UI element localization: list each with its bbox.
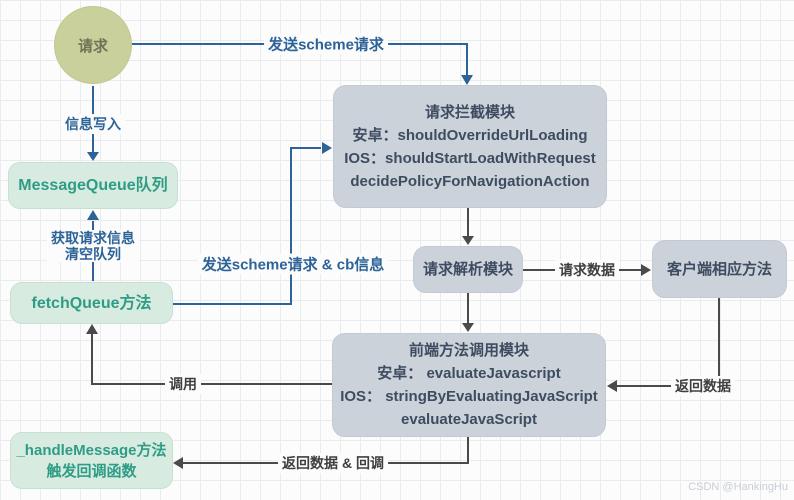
- watermark: CSDN @HankingHu: [688, 481, 788, 493]
- node-message-queue-label: MessageQueue队列: [18, 177, 168, 194]
- arrowhead-left-icon: [173, 457, 183, 469]
- edge-label-fetch-info: 获取请求信息 清空队列: [47, 230, 139, 262]
- edge-label-request-data: 请求数据: [555, 260, 619, 280]
- edge-label-return-data: 返回数据: [671, 376, 735, 396]
- arrowhead-left-icon: [607, 380, 617, 392]
- edge-send-scheme-cb-line: [173, 147, 321, 305]
- node-request-parse-module: 请求解析模块: [413, 246, 523, 293]
- node-intercept-android-method: 安卓：shouldOverrideUrlLoading: [352, 126, 588, 144]
- edge-label-return-callback: 返回数据 & 回调: [278, 453, 388, 473]
- node-client-method: 客户端相应方法: [652, 240, 787, 298]
- node-request-intercept-module: 请求拦截模块 安卓：shouldOverrideUrlLoading IOS：s…: [333, 85, 607, 208]
- arrowhead-down-icon: [462, 323, 474, 332]
- edge-label-invoke: 调用: [165, 374, 201, 394]
- node-fetch-queue-label: fetchQueue方法: [31, 294, 152, 312]
- node-parse-label: 请求解析模块: [422, 261, 513, 278]
- arrowhead-down-icon: [462, 236, 474, 245]
- edge-label-write-info: 信息写入: [61, 114, 125, 134]
- node-frontend-title: 前端方法调用模块: [408, 342, 529, 359]
- node-handle-message-sublabel: 触发回调函数: [46, 462, 137, 480]
- node-handle-message: _handleMessage方法 触发回调函数: [10, 432, 173, 489]
- node-frontend-android-method: 安卓： evaluateJavascript: [377, 365, 561, 382]
- node-intercept-ios-method-2: decidePolicyForNavigationAction: [350, 172, 590, 190]
- node-request: 请求: [54, 6, 132, 84]
- node-frontend-call-module: 前端方法调用模块 安卓： evaluateJavascript IOS： str…: [332, 333, 606, 437]
- arrowhead-down-icon: [461, 75, 473, 85]
- node-request-label: 请求: [77, 37, 108, 55]
- node-message-queue: MessageQueue队列: [8, 162, 178, 209]
- edge-label-fetch-info-line1: 获取请求信息: [51, 230, 135, 246]
- arrowhead-right-icon: [641, 264, 651, 276]
- edge-label-fetch-info-line2: 清空队列: [65, 246, 121, 262]
- arrowhead-up-icon: [87, 210, 99, 220]
- node-frontend-ios-method-2: evaluateJavaScript: [401, 411, 537, 428]
- arrowhead-up-icon: [86, 324, 98, 334]
- node-handle-message-label: _handleMessage方法: [16, 441, 167, 459]
- node-fetch-queue: fetchQueue方法: [10, 282, 173, 324]
- node-frontend-ios-method: IOS： stringByEvaluatingJavaScript: [340, 388, 598, 405]
- edge-label-send-scheme: 发送scheme请求: [264, 33, 388, 55]
- node-intercept-title: 请求拦截模块: [424, 103, 515, 121]
- edge-return-data-line: [617, 298, 720, 387]
- node-client-label: 客户端相应方法: [666, 260, 772, 278]
- edge-invoke-line: [91, 334, 332, 385]
- edge-label-send-scheme-cb: 发送scheme请求 & cb信息: [197, 253, 389, 275]
- arrowhead-down-icon: [87, 152, 99, 161]
- node-intercept-ios-method: IOS：shouldStartLoadWithRequest: [344, 149, 596, 167]
- arrowhead-right-icon: [322, 142, 332, 154]
